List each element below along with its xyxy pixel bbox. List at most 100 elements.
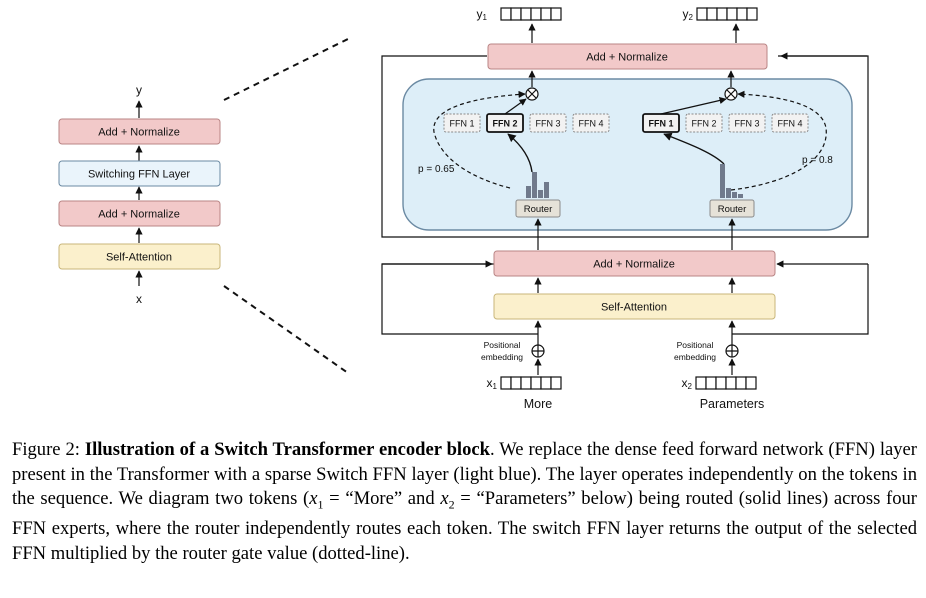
top-add-normalize-label: Add + Normalize xyxy=(586,52,668,64)
caption-body-1: . We replace the dense feed forward netw… xyxy=(12,439,918,509)
router-histogram-left xyxy=(526,172,549,198)
vector-cell xyxy=(725,376,737,390)
left-encoder-block: y Add + Normalize Switching FFN Layer Ad… xyxy=(58,83,221,306)
experts-right: FFN 1 FFN 2 FFN 3 FFN 4 xyxy=(642,113,809,133)
caption-body-2: = “More” and xyxy=(323,488,441,509)
positional-embedding-right: Positional embedding xyxy=(674,340,739,362)
vector-cell xyxy=(695,376,707,390)
experts-left: FFN 1 FFN 2 FFN 3 FFN 4 xyxy=(443,113,610,133)
input-x1: x1 More xyxy=(487,376,562,411)
right-encoder-block: y1 y2 Add + Normalize xyxy=(381,7,869,411)
self-attention-block: Self-Attention xyxy=(493,293,776,320)
expert-3: FFN 3 xyxy=(529,113,567,133)
expert-1: FFN 1 xyxy=(642,113,680,133)
expert-label: FFN 1 xyxy=(648,119,673,129)
left-add-normalize-top-label: Add + Normalize xyxy=(98,127,180,139)
vector-cell xyxy=(550,376,562,390)
vector-cell xyxy=(716,7,728,21)
vector-cell xyxy=(715,376,727,390)
router-left-label: Router xyxy=(524,204,553,215)
router-right-label: Router xyxy=(718,204,747,215)
caption-x2: x xyxy=(440,488,449,509)
output-vector-y1 xyxy=(500,7,562,21)
circle-plus-icon xyxy=(531,344,545,358)
expert-label: FFN 2 xyxy=(691,119,716,129)
vector-cell xyxy=(500,7,512,21)
top-add-normalize: Add + Normalize xyxy=(487,43,768,70)
left-self-attention-label: Self-Attention xyxy=(106,252,172,264)
prob-left: p = 0.65 xyxy=(418,164,455,175)
expert-label: FFN 4 xyxy=(578,119,603,129)
left-switching-ffn-label: Switching FFN Layer xyxy=(88,169,190,181)
left-add-normalize-bottom-label: Add + Normalize xyxy=(98,209,180,221)
left-switching-ffn-layer: Switching FFN Layer xyxy=(58,160,221,187)
vector-cell xyxy=(746,7,758,21)
vector-cell xyxy=(706,7,718,21)
input-word-more: More xyxy=(524,397,553,411)
prob-right: p = 0.8 xyxy=(802,155,833,166)
vector-cell xyxy=(510,376,522,390)
output-vector-y2 xyxy=(696,7,758,21)
vector-cell xyxy=(500,376,512,390)
zoom-line-bottom xyxy=(223,285,349,374)
vector-cell xyxy=(530,7,542,21)
caption-x1-sub: 1 xyxy=(317,497,324,512)
bottom-add-normalize: Add + Normalize xyxy=(493,250,776,277)
svg-text:x1: x1 xyxy=(487,376,498,391)
expert-4: FFN 4 xyxy=(572,113,610,133)
vector-cell xyxy=(550,7,562,21)
expert-4: FFN 4 xyxy=(771,113,809,133)
input-word-parameters: Parameters xyxy=(700,397,765,411)
input-vector-x1 xyxy=(500,376,562,390)
input-vector-x2 xyxy=(695,376,757,390)
router-probability-bar xyxy=(732,192,737,198)
figure-caption: Figure 2: Illustration of a Switch Trans… xyxy=(12,438,917,566)
vector-cell xyxy=(726,7,738,21)
circle-times-icon xyxy=(525,87,539,101)
svg-text:y1: y1 xyxy=(477,7,488,22)
caption-x1: x xyxy=(309,488,318,509)
router-probability-bar xyxy=(726,188,731,198)
router-probability-bar xyxy=(526,186,531,198)
expert-label: FFN 4 xyxy=(777,119,802,129)
caption-prefix: Figure 2: xyxy=(12,439,85,460)
router-probability-bar xyxy=(738,194,743,198)
svg-text:Positional: Positional xyxy=(484,340,521,350)
router-probability-bar xyxy=(720,164,725,198)
vector-cell xyxy=(705,376,717,390)
expert-2: FFN 2 xyxy=(486,113,524,133)
svg-text:x2: x2 xyxy=(682,376,693,391)
vector-cell xyxy=(530,376,542,390)
vector-cell xyxy=(745,376,757,390)
svg-text:y2: y2 xyxy=(683,7,694,22)
expert-label: FFN 3 xyxy=(535,119,560,129)
router-probability-bar xyxy=(532,172,537,198)
router-probability-bar xyxy=(544,182,549,198)
svg-text:embedding: embedding xyxy=(674,352,716,362)
vector-cell xyxy=(736,7,748,21)
zoom-line-top xyxy=(223,37,351,101)
router-left: Router xyxy=(515,199,561,218)
expert-3: FFN 3 xyxy=(728,113,766,133)
router-probability-bar xyxy=(538,190,543,198)
vector-cell xyxy=(520,376,532,390)
output-y2: y2 xyxy=(683,7,758,22)
caption-x2-sub: 2 xyxy=(448,497,455,512)
expert-label: FFN 2 xyxy=(492,119,517,129)
vector-cell xyxy=(735,376,747,390)
self-attention-label: Self-Attention xyxy=(601,302,667,314)
output-y1: y1 xyxy=(477,7,562,22)
circle-times-icon xyxy=(724,87,738,101)
expert-label: FFN 1 xyxy=(449,119,474,129)
switch-transformer-diagram: y Add + Normalize Switching FFN Layer Ad… xyxy=(58,7,869,411)
left-add-normalize-top: Add + Normalize xyxy=(58,118,221,145)
left-add-normalize-bottom: Add + Normalize xyxy=(58,200,221,227)
expert-2: FFN 2 xyxy=(685,113,723,133)
svg-text:embedding: embedding xyxy=(481,352,523,362)
left-input-label: x xyxy=(136,292,142,306)
expert-label: FFN 3 xyxy=(734,119,759,129)
vector-cell xyxy=(520,7,532,21)
circle-plus-icon xyxy=(725,344,739,358)
caption-title: Illustration of a Switch Transformer enc… xyxy=(84,439,490,460)
vector-cell xyxy=(540,376,552,390)
